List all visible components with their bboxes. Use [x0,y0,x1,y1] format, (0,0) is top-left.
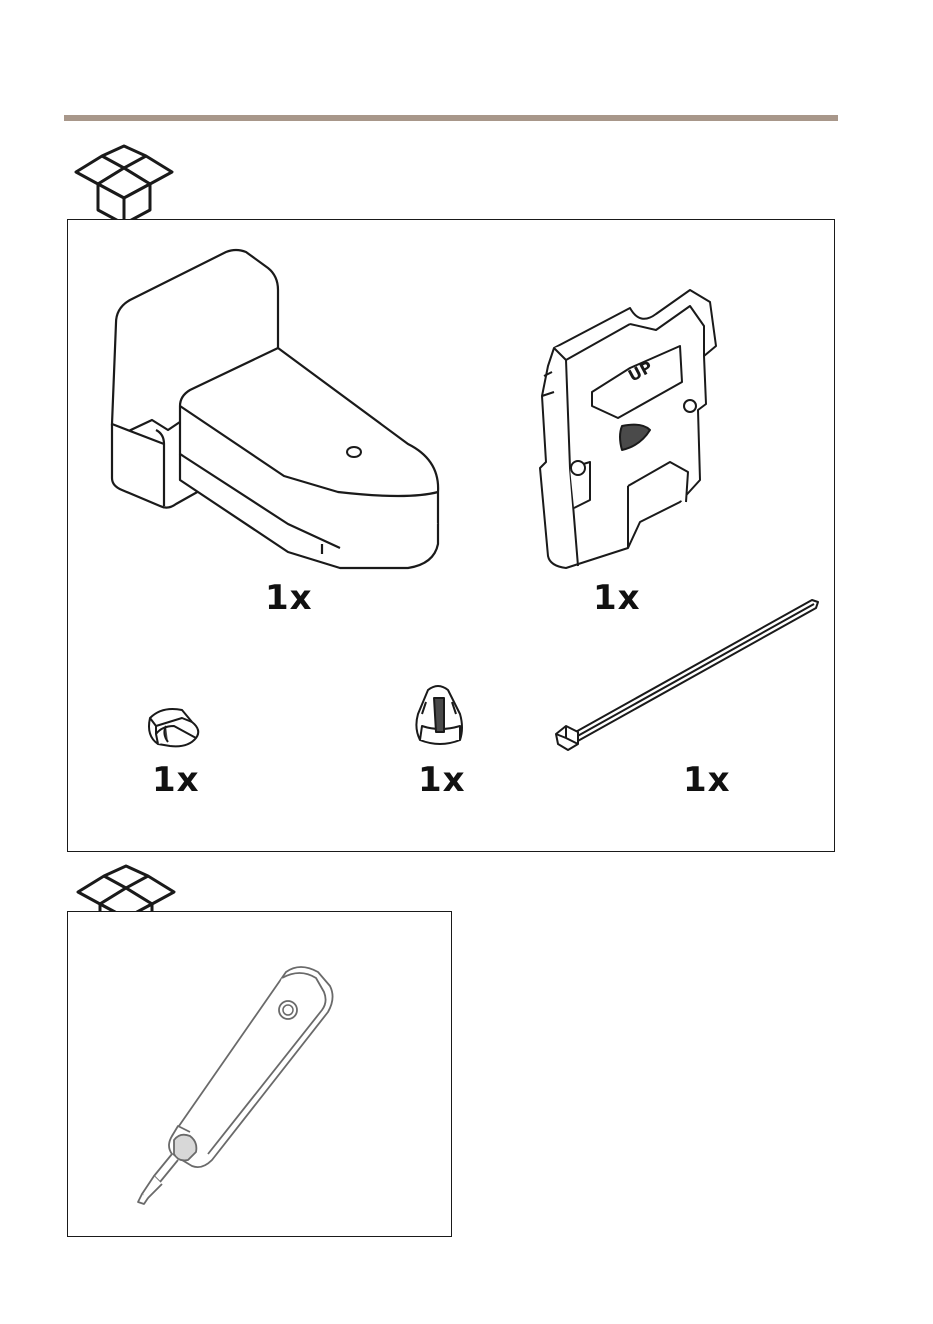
wall-mount-bracket-quantity: 1x [265,578,313,618]
header-rule [64,115,838,121]
open-box-icon [72,142,176,226]
conduit-cap-illustration [412,684,466,748]
conduit-cap-quantity: 1x [418,760,466,800]
cable-tie-illustration [550,594,822,752]
cable-clip-illustration [142,704,204,750]
mounting-plate-illustration: UP [530,286,726,572]
wall-mount-bracket-illustration [108,248,444,570]
cable-tie-quantity: 1x [683,760,731,800]
punch-down-tool-illustration [132,964,338,1208]
cable-clip-quantity: 1x [152,760,200,800]
